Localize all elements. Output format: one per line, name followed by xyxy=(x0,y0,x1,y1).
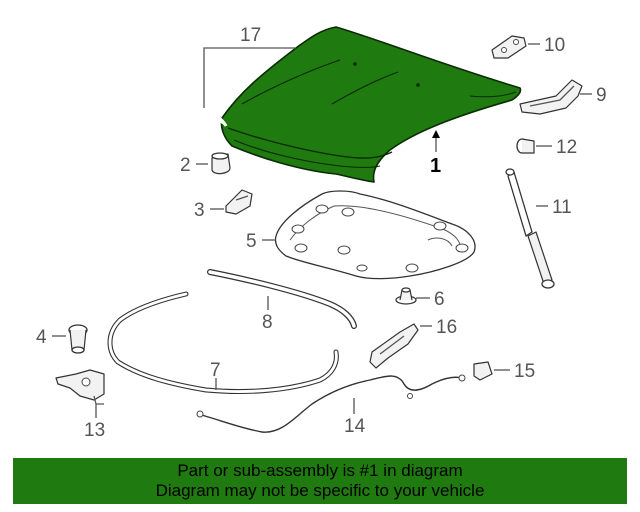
hood-latch[interactable] xyxy=(55,369,105,405)
callout-10: 10 xyxy=(544,35,565,56)
callout-3: 3 xyxy=(194,200,205,221)
callout-1: 1 xyxy=(430,155,441,177)
hood-bumper-stop[interactable] xyxy=(211,152,231,175)
callout-13: 13 xyxy=(84,420,105,441)
hood-adjuster-stop[interactable] xyxy=(68,324,88,354)
callout-11: 11 xyxy=(552,197,572,218)
hood-front-seal[interactable] xyxy=(207,269,357,329)
hood-hinge[interactable] xyxy=(519,79,583,115)
callout-4: 4 xyxy=(36,327,47,348)
hood-latch-bracket[interactable] xyxy=(369,323,419,369)
banner-line-1: Part or sub-assembly is #1 in diagram xyxy=(177,461,463,480)
hood-release-handle[interactable] xyxy=(473,361,493,381)
hood-panel[interactable] xyxy=(220,26,522,183)
callout-15: 15 xyxy=(514,361,535,382)
banner-line-2: Diagram may not be specific to your vehi… xyxy=(155,481,485,500)
hood-hinge-bracket[interactable] xyxy=(491,35,527,59)
hood-release-cable[interactable] xyxy=(196,374,466,433)
callout-16: 16 xyxy=(436,317,457,338)
hood-weatherstrip-loop[interactable] xyxy=(107,291,339,395)
callout-6: 6 xyxy=(434,289,445,310)
callout-1-arrowhead xyxy=(432,130,440,138)
hood-weatherstrip-upper[interactable] xyxy=(155,86,228,127)
hood-rubber-bumper[interactable] xyxy=(395,287,417,305)
callout-7: 7 xyxy=(210,360,221,381)
callout-17-leader xyxy=(203,47,296,108)
callout-12: 12 xyxy=(556,137,577,158)
callout-2: 2 xyxy=(180,155,191,176)
hood-insulator-pad[interactable] xyxy=(274,190,476,280)
diagram-notice-banner: Part or sub-assembly is #1 in diagram Di… xyxy=(13,458,627,504)
callout-17: 17 xyxy=(240,25,261,46)
callout-5: 5 xyxy=(246,231,257,252)
hood-lift-strut[interactable] xyxy=(505,168,555,289)
callout-9: 9 xyxy=(596,85,607,106)
hinge-bolt[interactable] xyxy=(516,138,535,154)
callout-8: 8 xyxy=(262,312,273,333)
hood-bracket[interactable] xyxy=(225,189,253,215)
callout-14: 14 xyxy=(344,416,366,437)
